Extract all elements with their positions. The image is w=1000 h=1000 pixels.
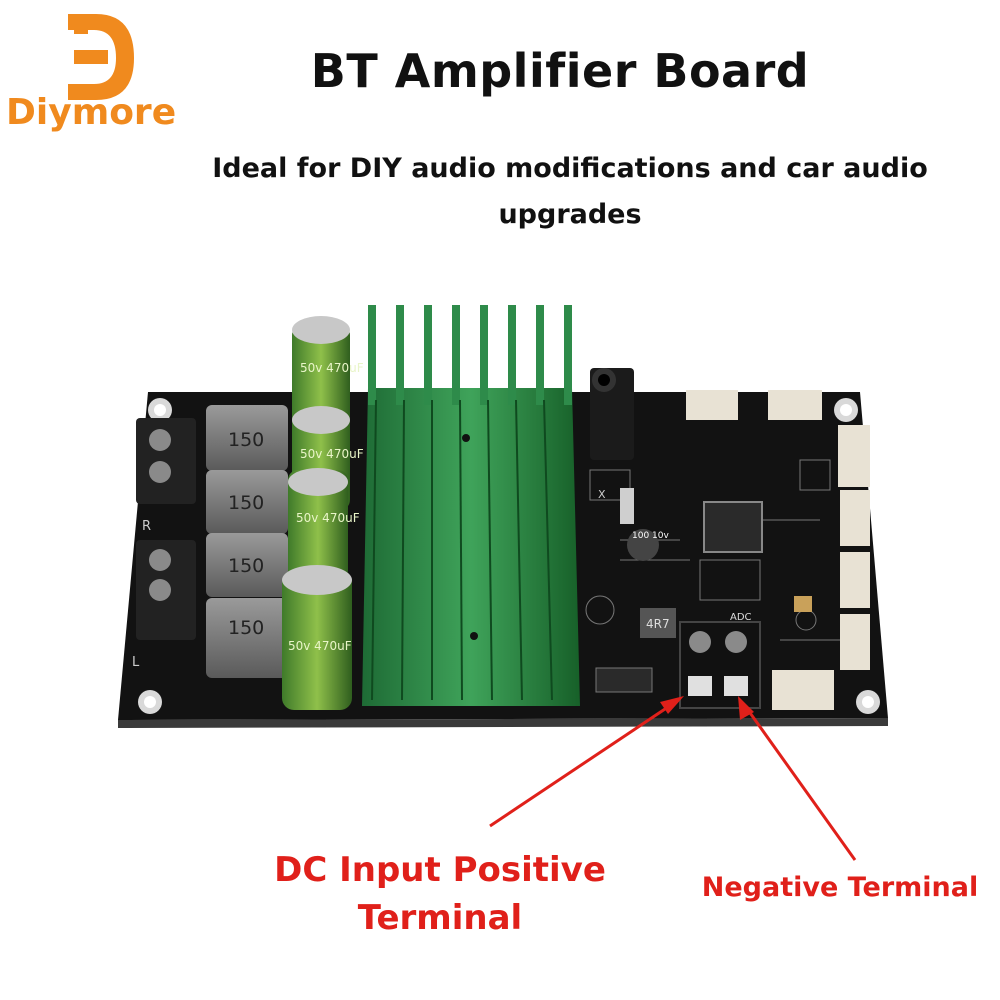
capacitor-label-1: 50v 470uF <box>300 361 364 375</box>
inductor-label-2: 150 <box>228 492 264 514</box>
l-channel-label: L <box>132 655 140 670</box>
adc-label: ADC <box>730 612 752 623</box>
inductors <box>206 405 288 678</box>
speaker-terminals <box>136 418 196 640</box>
inductor-label-3: 150 <box>228 555 264 577</box>
brand-name: Diymore <box>6 92 177 133</box>
capacitor-label-2: 50v 470uF <box>300 447 364 461</box>
dc-input-terminal <box>679 621 761 709</box>
r-channel-label: R <box>142 519 151 534</box>
heatsink <box>362 305 580 706</box>
capacitor-label-4: 50v 470uF <box>288 639 352 653</box>
page-title: BT Amplifier Board <box>310 44 810 98</box>
annotation-arrows <box>489 696 857 861</box>
x-label: X <box>598 488 606 501</box>
positive-terminal-label: DC Input Positive Terminal <box>274 850 606 938</box>
negative-terminal-label: Negative Terminal <box>701 872 979 903</box>
inductor-label-4: 150 <box>228 617 264 639</box>
capacitor-label-3: 50v 470uF <box>296 511 360 525</box>
inductor-label-1: 150 <box>228 429 264 451</box>
diymore-logo-icon <box>68 14 134 100</box>
small-inductor-label: 4R7 <box>646 617 670 631</box>
page-subtitle: Ideal for DIY audio modifications and ca… <box>212 153 928 230</box>
small-cap-label: 100 10v <box>632 531 669 541</box>
components-right <box>590 368 870 710</box>
electrolytic-capacitors <box>282 316 352 710</box>
